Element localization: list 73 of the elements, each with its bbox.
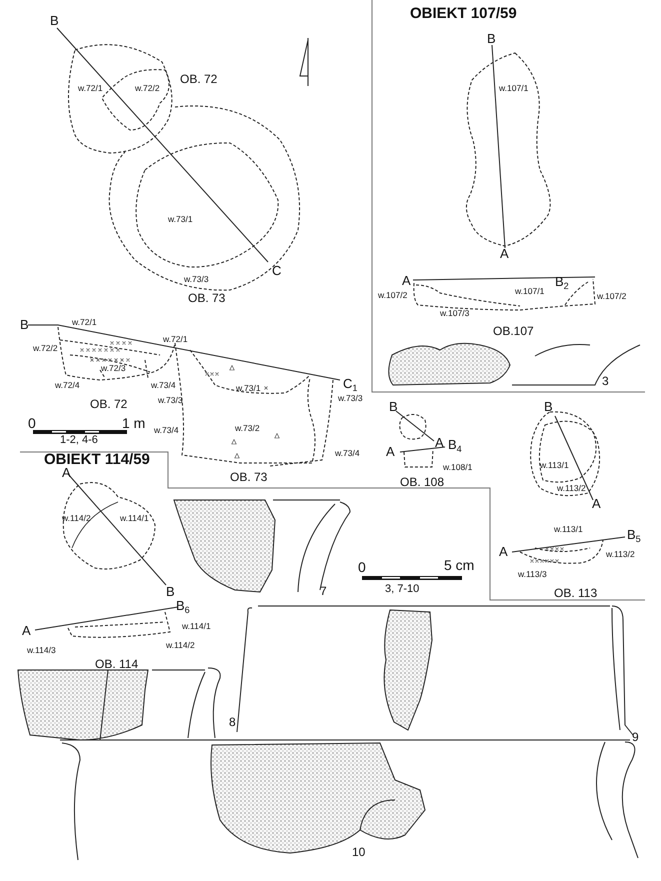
section-letter: A xyxy=(62,466,71,479)
layer-label: w.114/2 xyxy=(62,514,91,522)
layer-label: w.73/4 xyxy=(154,426,179,434)
layer-label: w.107/2 xyxy=(597,292,626,300)
section-letter: A xyxy=(500,247,509,260)
layer-label: w.107/1 xyxy=(515,287,544,296)
section-letter: B xyxy=(487,32,496,45)
layer-label: w.114/1 xyxy=(182,622,211,630)
layer-label: w.72/1 xyxy=(78,84,103,92)
layer-label: w.113/2 xyxy=(606,550,635,558)
section-letter: B$_{6}$ xyxy=(176,599,190,616)
layer-label: w.73/3 xyxy=(338,394,363,402)
layer-label: w.72/3 xyxy=(101,364,126,372)
scale-label: 0 xyxy=(358,560,366,574)
scale-caption: 1-2, 4-6 xyxy=(60,435,98,446)
layer-label: w.73/1 xyxy=(236,384,261,392)
section-letter: B xyxy=(166,585,175,598)
feature-label: OB. 73 xyxy=(188,292,226,304)
section-letter: A xyxy=(435,436,444,449)
layer-label: w.73/1 xyxy=(168,215,193,224)
feature-label: OB. 108 xyxy=(400,476,444,488)
scale-label: 1 m xyxy=(122,416,146,430)
section-letter: B$_{2}$ xyxy=(555,275,569,292)
feature-label: OB. 114 xyxy=(95,658,138,670)
figure-number: 7 xyxy=(320,585,327,597)
section-letter: B xyxy=(544,400,553,413)
layer-label: w.72/2 xyxy=(135,84,160,92)
figure-number: 8 xyxy=(229,716,236,728)
layer-label: w.107/1 xyxy=(499,84,528,92)
figure-number: 3 xyxy=(602,375,609,387)
layer-label: w.114/1 xyxy=(120,514,149,522)
section-letter: C xyxy=(272,264,282,277)
section-letter: A xyxy=(592,497,601,510)
layer-label: w.114/3 xyxy=(27,646,56,654)
layer-label: w.73/3 xyxy=(184,275,209,284)
layer-label: w.72/4 xyxy=(55,381,80,390)
scale-label: 5 cm xyxy=(444,558,474,572)
section-letter: B$_{4}$ xyxy=(448,438,462,454)
layer-label: w.113/1 xyxy=(554,525,583,534)
layer-label: w.72/1 xyxy=(72,318,97,326)
section-letter: A xyxy=(22,624,31,637)
layer-label: w.108/1 xyxy=(443,463,472,472)
layer-label: w.113/2 xyxy=(557,484,586,492)
feature-label: OB. 72 xyxy=(90,398,128,410)
scale-caption: 3, 7-10 xyxy=(385,584,420,595)
layer-label: w.73/4 xyxy=(151,381,176,390)
feature-label: OB. 113 xyxy=(554,587,598,599)
layer-label: w.113/3 xyxy=(518,570,547,578)
feature-heading: OBIEKT 107/59 xyxy=(410,6,517,21)
feature-label: OB. 73 xyxy=(230,471,268,483)
section-letter: A xyxy=(499,545,508,558)
layer-label: w.107/3 xyxy=(440,309,470,318)
layer-label: w.107/2 xyxy=(378,291,408,300)
layer-label: w.114/2 xyxy=(166,641,195,650)
feature-heading: OBIEKT 114/59 xyxy=(44,452,150,467)
section-letter: A xyxy=(402,274,411,287)
section-letter: B xyxy=(50,14,59,27)
layer-label: w.72/2 xyxy=(33,344,58,352)
section-letter: B$_{5}$ xyxy=(627,528,641,544)
layer-label: w.73/3 xyxy=(158,396,183,404)
scale-label: 0 xyxy=(28,416,36,430)
layer-label: w.72/1 xyxy=(163,335,188,344)
feature-label: OB. 72 xyxy=(180,73,218,85)
layer-label: w.73/2 xyxy=(235,424,260,432)
section-letter: B xyxy=(389,400,398,413)
layer-label: w.73/4 xyxy=(335,449,360,458)
layer-label: w.113/1 xyxy=(540,461,569,470)
figure-number: 10 xyxy=(352,846,366,858)
section-letter: C$_{1}$ xyxy=(343,377,358,394)
section-letter: B xyxy=(20,318,29,331)
feature-label: OB.107 xyxy=(493,325,534,337)
section-letter: A xyxy=(386,445,395,458)
figure-number: 9 xyxy=(632,731,639,743)
